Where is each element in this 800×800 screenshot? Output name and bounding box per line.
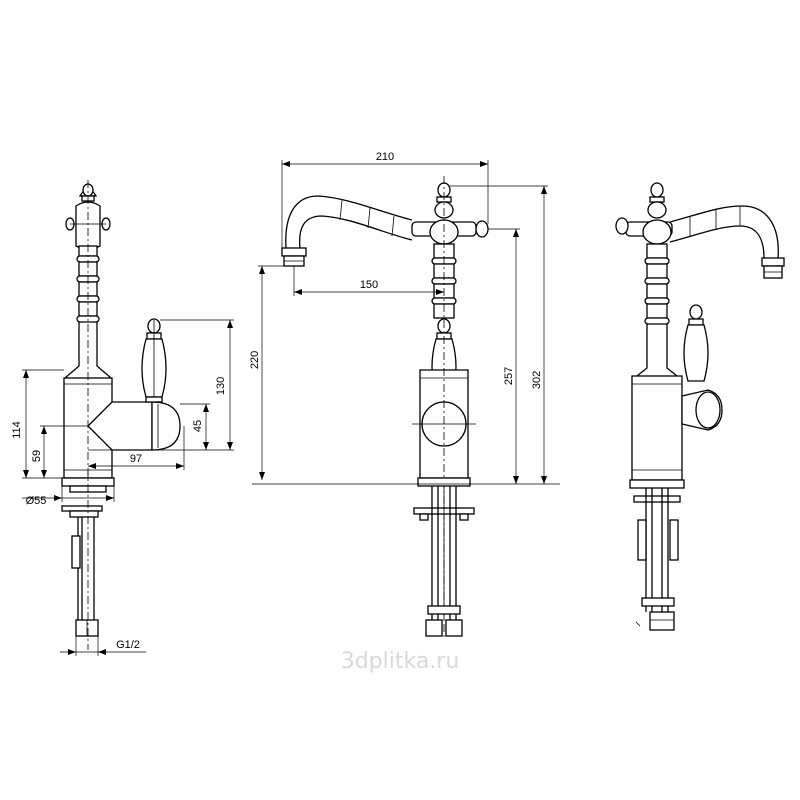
dim-handle-projection: 97 [130,453,142,465]
dim-base-diameter: Ø55 [26,495,47,507]
dim-connection-thread: G1/2 [116,639,140,651]
dim-handle-height: 130 [215,377,227,395]
dim-overall-width: 210 [376,151,394,163]
watermark: 3dplitka.ru [341,649,460,674]
dim-handle-hub: 45 [192,420,204,432]
side-view [61,180,181,650]
front-view [281,176,489,640]
dim-spout-reach: 150 [360,279,378,291]
dim-spout-height: 220 [249,351,261,369]
dim-body-height: 114 [11,421,23,439]
dim-outlet-height: 59 [31,450,43,462]
side-view-dimensions: 114 59 130 45 97 Ø55 [11,319,234,656]
perspective-view [615,182,785,631]
dim-total-height: 302 [531,371,543,389]
front-view-dimensions: 210 150 220 257 302 [249,151,560,485]
dim-lever-height: 257 [503,367,515,385]
